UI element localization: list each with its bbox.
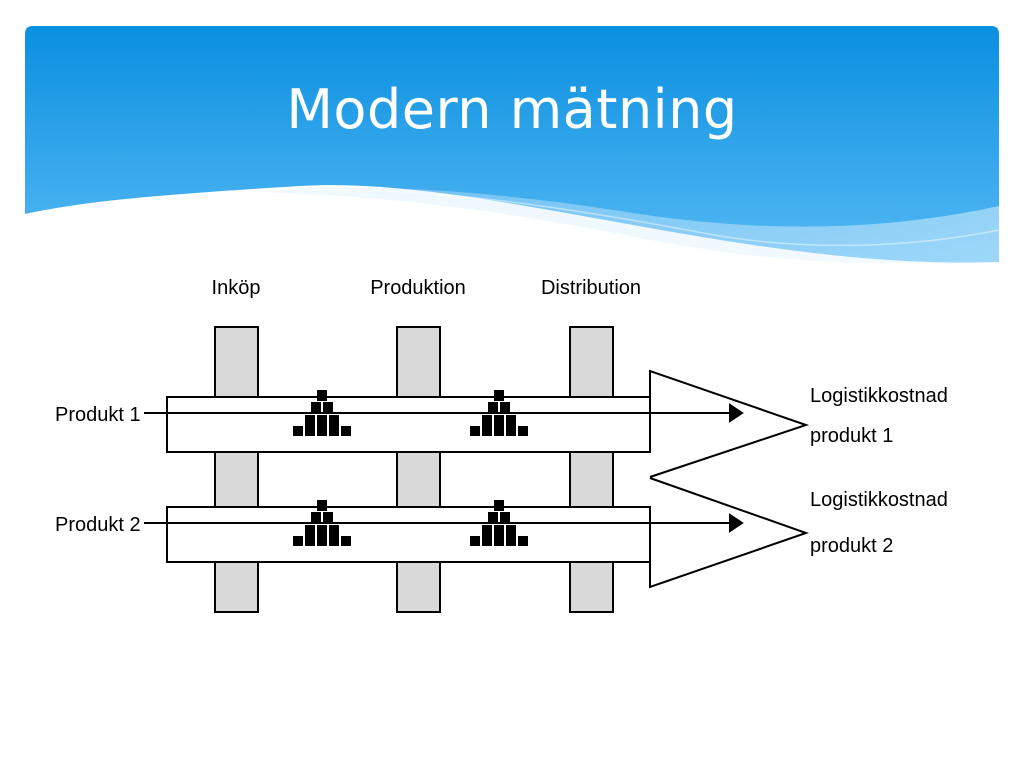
stage-column-produktion [396,326,441,613]
output-label-1-line1: Logistikkostnad [810,385,948,407]
funnel-2 [649,477,810,589]
slide-header [25,26,1000,265]
funnel-1 [649,369,810,478]
output-label-1-line2: produkt 1 [810,425,893,447]
header-band [25,26,999,263]
product-band-2 [166,506,651,563]
product-label-1: Produkt 1 [55,404,141,426]
stage-column-inkop [214,326,259,613]
header-wave-highlight [260,187,999,265]
flow-arrowhead-2 [729,513,744,533]
product-label-2: Produkt 2 [55,514,141,536]
flow-arrowhead-1 [729,403,744,423]
stage-label-produktion: Produktion [370,277,466,299]
header-wave-line [299,188,1000,247]
output-label-2-line2: produkt 2 [810,535,893,557]
flow-arrows [144,403,744,533]
output-label-2-line1: Logistikkostnad [810,489,948,511]
output-funnels [649,369,810,589]
product-band-1 [166,396,651,453]
stage-label-distribution: Distribution [541,277,641,299]
stage-label-inkop: Inköp [212,277,261,299]
stage-columns [214,326,614,613]
product-bands [166,396,651,563]
stage-column-distribution [569,326,614,613]
slide-title: Modern mätning [286,78,738,141]
